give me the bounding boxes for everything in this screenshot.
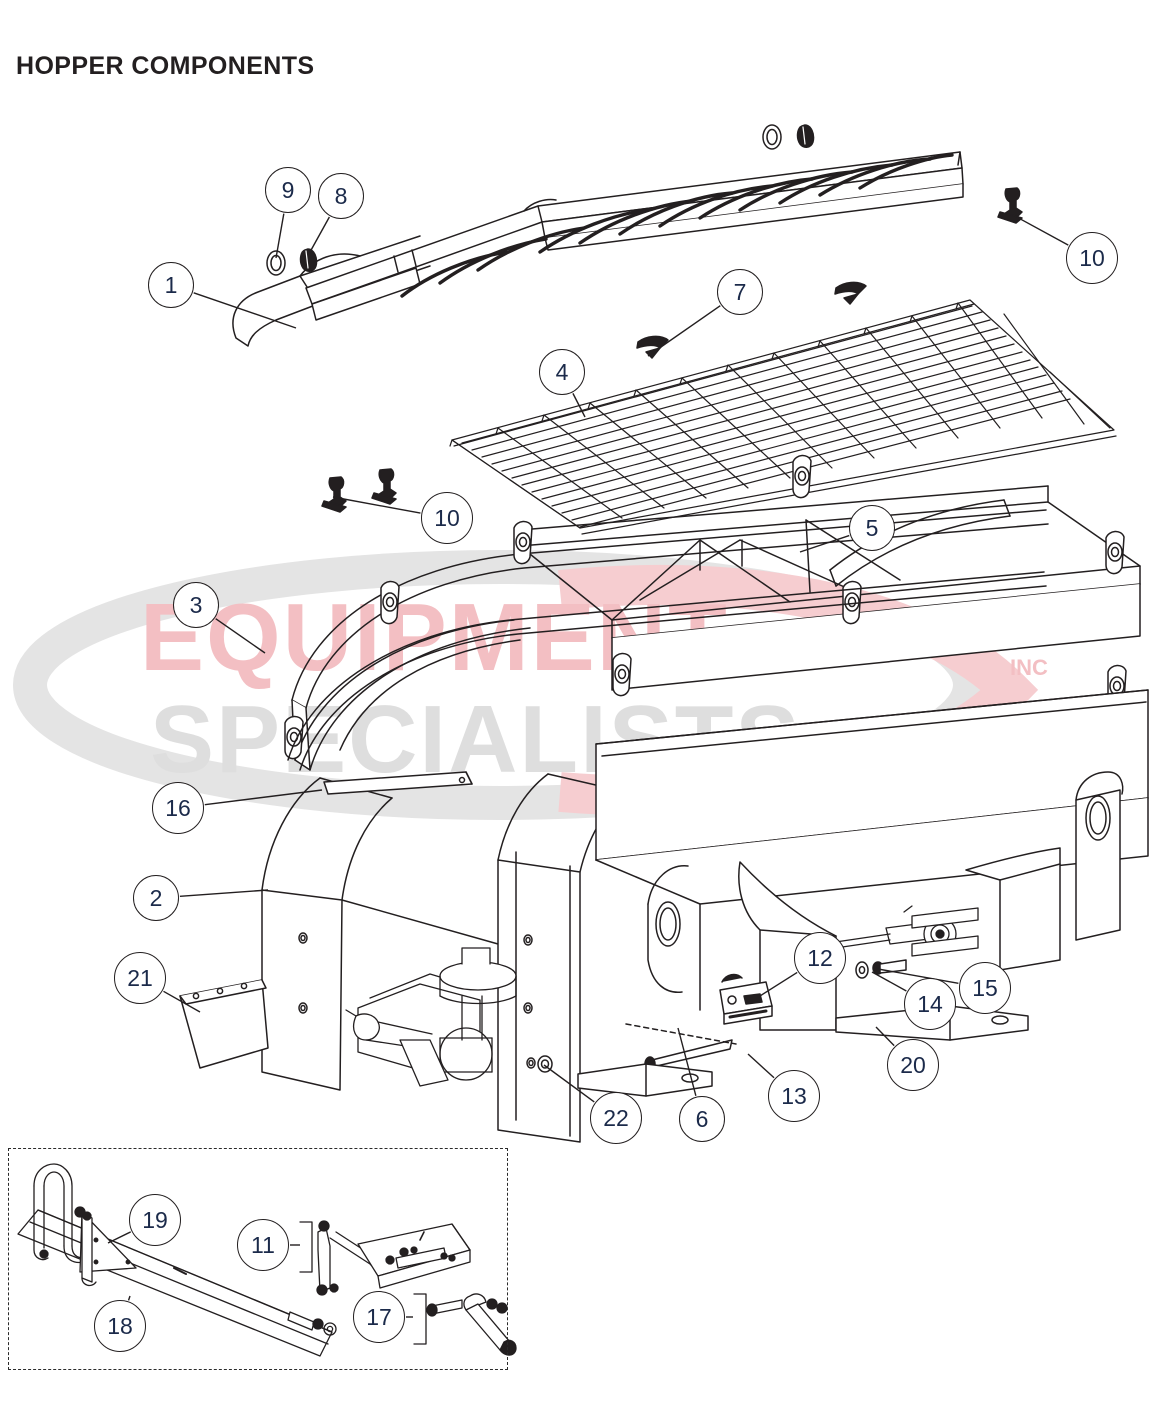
callout-bubble-21[interactable]: 21: [114, 952, 166, 1004]
top-frame-art: [284, 454, 1141, 843]
callout-label: 9: [281, 176, 295, 203]
footpad-6-art: [577, 1063, 713, 1097]
leader-line-9: [275, 213, 285, 259]
leader-line-2: [179, 889, 269, 897]
callout-label: 3: [189, 591, 203, 618]
leader-line-16: [204, 789, 323, 806]
callout-label: 16: [165, 794, 191, 821]
callout-label: 15: [972, 974, 998, 1001]
callout-label: 14: [917, 990, 943, 1017]
leader-line-13: [747, 1053, 775, 1079]
callout-label: 6: [695, 1105, 709, 1132]
callout-label: 17: [366, 1303, 392, 1330]
callout-bubble-10b[interactable]: 10: [421, 492, 473, 544]
hopper-body-art: [261, 571, 1149, 1143]
leader-line-4: [572, 393, 586, 418]
callout-bubble-3[interactable]: 3: [173, 582, 219, 628]
callout-label: 13: [781, 1082, 807, 1109]
leader-line-20: [875, 1026, 895, 1047]
leader-line-21: [163, 990, 201, 1013]
leader-line-10b: [332, 496, 421, 514]
callout-bubble-11[interactable]: 11: [237, 1219, 289, 1271]
leader-line-3: [215, 618, 266, 654]
callout-bubble-18[interactable]: 18: [94, 1300, 146, 1352]
latch-10-art-left-1: [321, 476, 347, 513]
hinge-lugs: [284, 454, 1127, 843]
leader-line-10a: [1012, 214, 1069, 246]
leader-line-14: [871, 971, 907, 992]
callout-bubble-1[interactable]: 1: [148, 262, 194, 308]
clip-8-art: [299, 248, 318, 272]
hook-7-art-b: [834, 281, 867, 305]
nut-14-art: [855, 961, 869, 979]
callout-label: 11: [251, 1231, 275, 1258]
callout-label: 4: [555, 358, 569, 385]
bolt-13-dashed: [625, 1023, 737, 1045]
detail-inset-box: [8, 1148, 508, 1370]
leader-line-7: [647, 305, 721, 357]
watermark-suffix: INC: [1010, 655, 1048, 680]
callout-bubble-14[interactable]: 14: [904, 978, 956, 1030]
hook-7-art-a: [636, 335, 669, 359]
washer-9-art: [266, 250, 286, 276]
callout-bubble-20[interactable]: 20: [887, 1039, 939, 1091]
latch-10-art-right: [997, 187, 1023, 224]
callout-label: 19: [142, 1206, 168, 1233]
callout-bubble-6[interactable]: 6: [679, 1096, 725, 1142]
callout-bubble-16[interactable]: 16: [152, 782, 204, 834]
callout-bubble-19[interactable]: 19: [129, 1194, 181, 1246]
leader-line-1: [193, 292, 297, 329]
leader-line-22: [543, 1064, 595, 1103]
leader-line-8: [309, 216, 330, 253]
washer-22-art: [526, 1055, 553, 1073]
bolt-15-art: [872, 959, 907, 975]
callout-label: 7: [733, 278, 747, 305]
callout-bubble-2[interactable]: 2: [133, 875, 179, 921]
auger-motor-art: [345, 947, 517, 1087]
leader-line-5: [799, 534, 850, 553]
watermark-line2: SPECIALISTS: [150, 686, 801, 793]
callout-label: 10: [1079, 244, 1105, 271]
callout-label: 8: [334, 182, 348, 209]
screen-4-art: [449, 299, 1117, 535]
callout-label: 18: [107, 1312, 133, 1339]
callout-bubble-10a[interactable]: 10: [1066, 232, 1118, 284]
bolt-13-art: [644, 1039, 733, 1072]
latch-10-art-left-2: [371, 468, 397, 505]
callout-bubble-5[interactable]: 5: [849, 505, 895, 551]
callout-label: 1: [164, 271, 178, 298]
callout-bubble-4[interactable]: 4: [539, 349, 585, 395]
callout-label: 10: [434, 504, 460, 531]
callout-bubble-13[interactable]: 13: [768, 1070, 820, 1122]
callout-bubble-9[interactable]: 9: [265, 167, 311, 213]
callout-bubble-15[interactable]: 15: [959, 962, 1011, 1014]
callout-bubble-22[interactable]: 22: [590, 1092, 642, 1144]
leader-line-12: [759, 971, 798, 997]
watermark-line1: EQUIPMENT: [140, 584, 729, 691]
washer-9-art-right: [762, 124, 782, 150]
callout-label: 20: [900, 1051, 926, 1078]
bracket-12-art: [719, 973, 773, 1025]
callout-label: 12: [807, 944, 833, 971]
callout-label: 5: [865, 514, 879, 541]
callout-bubble-17[interactable]: 17: [353, 1291, 405, 1343]
callout-bubble-7[interactable]: 7: [717, 269, 763, 315]
handle-16-art: [323, 771, 473, 795]
callout-label: 22: [603, 1104, 629, 1131]
callout-bubble-8[interactable]: 8: [318, 173, 364, 219]
page-title: HOPPER COMPONENTS: [16, 52, 315, 80]
mudflap-21-art: [179, 979, 269, 1069]
clip-8-art-right: [796, 124, 815, 148]
leader-line-6: [677, 1027, 697, 1096]
callout-label: 2: [149, 884, 163, 911]
callout-bubble-12[interactable]: 12: [794, 932, 846, 984]
callout-label: 21: [127, 964, 153, 991]
